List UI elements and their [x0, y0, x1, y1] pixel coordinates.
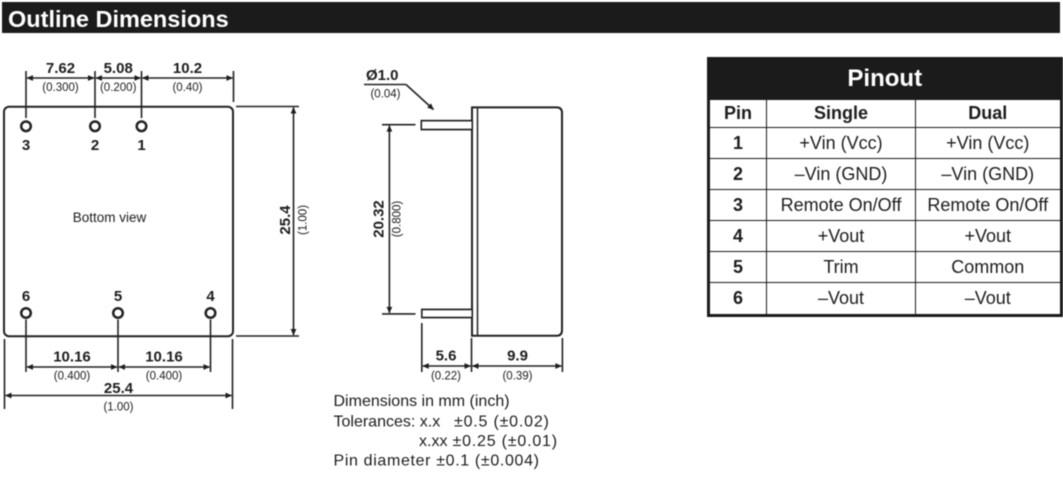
svg-text:Dimensions in mm (inch): Dimensions in mm (inch)	[334, 393, 510, 410]
svg-text:±0.25 (±0.01): ±0.25 (±0.01)	[453, 433, 558, 450]
svg-text:x.xx: x.xx	[419, 433, 447, 450]
svg-text:3: 3	[22, 137, 30, 154]
svg-text:Bottom view: Bottom view	[73, 210, 147, 225]
svg-text:(0.400): (0.400)	[146, 371, 183, 383]
svg-text:(0.200): (0.200)	[100, 82, 137, 94]
svg-text:(0.22): (0.22)	[431, 371, 461, 383]
svg-text:2: 2	[91, 137, 99, 154]
svg-text:6: 6	[22, 288, 30, 305]
svg-text:(1.00): (1.00)	[103, 402, 133, 414]
svg-text:(1.00): (1.00)	[298, 205, 310, 235]
svg-text:10.2: 10.2	[173, 60, 202, 77]
svg-text:5.6: 5.6	[436, 348, 457, 365]
svg-text:25.4: 25.4	[277, 205, 294, 235]
svg-text:5.08: 5.08	[104, 60, 133, 77]
svg-text:(0.400): (0.400)	[54, 371, 91, 383]
svg-text:1: 1	[137, 137, 145, 154]
svg-text:4: 4	[206, 288, 215, 305]
svg-text:±0.5 (±0.02): ±0.5 (±0.02)	[454, 414, 550, 431]
svg-text:(0.39): (0.39)	[502, 371, 532, 383]
svg-text:25.4: 25.4	[104, 380, 134, 397]
svg-text:7.62: 7.62	[46, 60, 75, 77]
svg-text:5: 5	[114, 288, 122, 305]
svg-text:20.32: 20.32	[371, 200, 388, 238]
svg-text:Pin diameter ±0.1 (±0.004): Pin diameter ±0.1 (±0.004)	[334, 453, 540, 470]
svg-text:10.16: 10.16	[53, 349, 91, 366]
svg-text:Ø1.0: Ø1.0	[366, 67, 399, 84]
svg-text:Tolerances: x.x: Tolerances: x.x	[334, 414, 441, 431]
svg-text:(0.300): (0.300)	[42, 82, 79, 94]
svg-text:10.16: 10.16	[145, 349, 183, 366]
svg-text:9.9: 9.9	[507, 348, 528, 365]
svg-text:(0.40): (0.40)	[172, 82, 202, 94]
svg-text:(0.800): (0.800)	[392, 201, 404, 238]
svg-text:(0.04): (0.04)	[370, 89, 400, 101]
